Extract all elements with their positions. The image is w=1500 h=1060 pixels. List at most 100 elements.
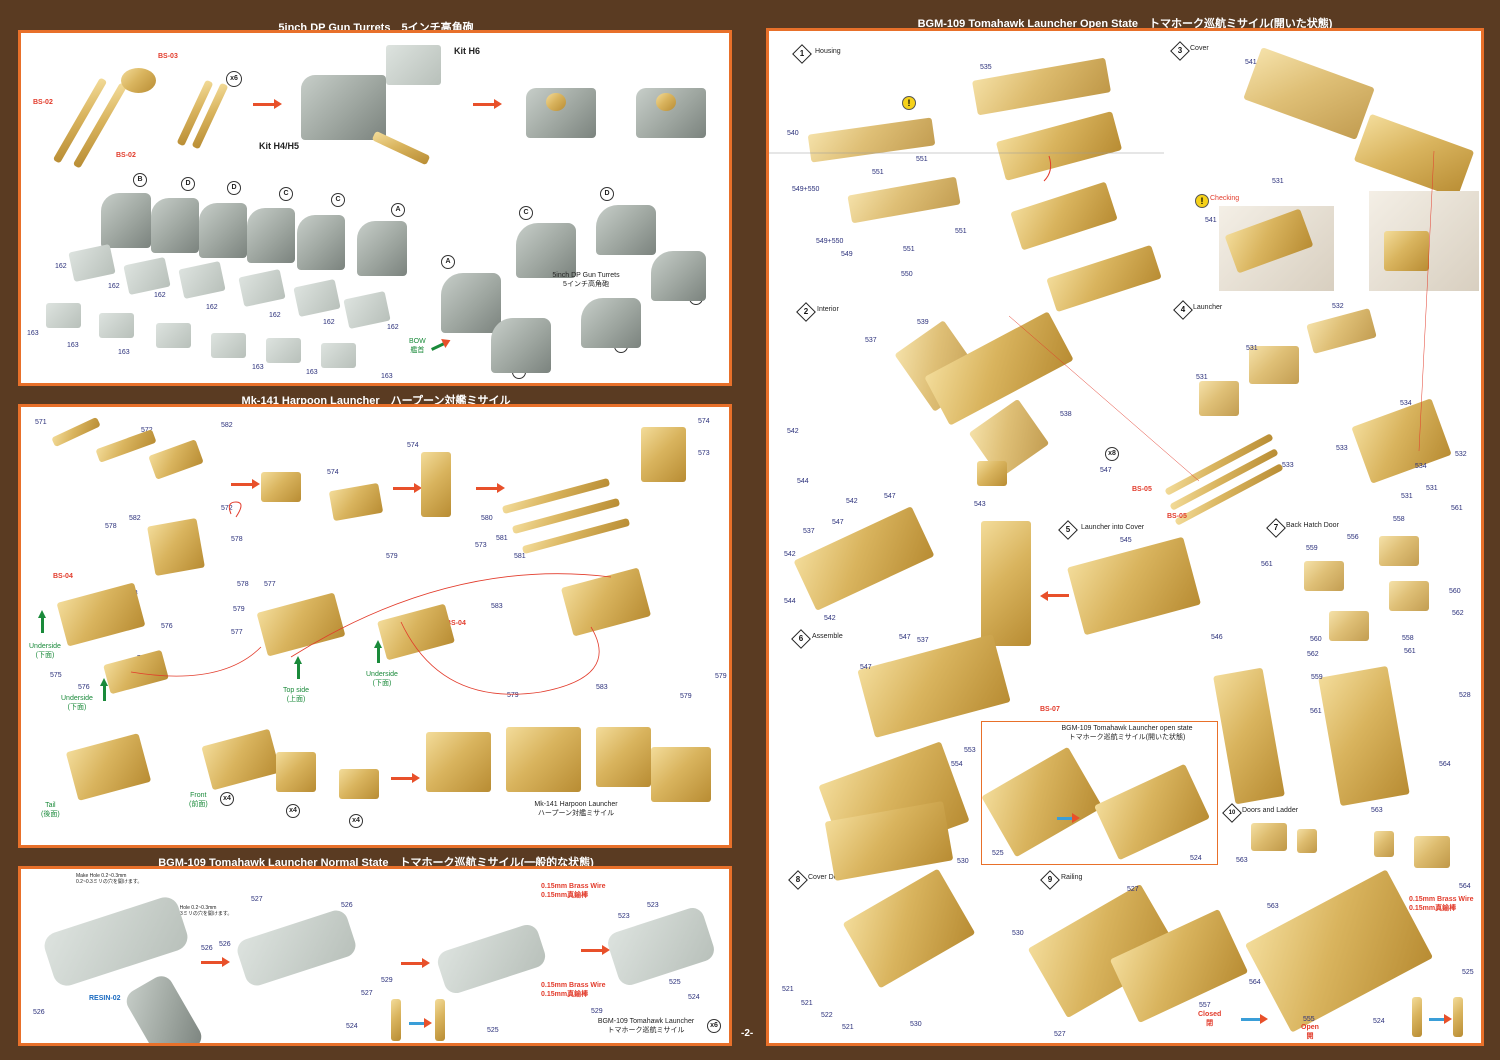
topside-arrow <box>294 656 302 679</box>
frame-assembly-part <box>56 582 146 647</box>
launcher-plate-part <box>1306 308 1377 354</box>
tomahawk-open-panel: 1 Housing 3 Cover 2 Interior 4 Launcher … <box>766 28 1484 1046</box>
part-number-162: 162 <box>154 292 166 299</box>
front-label: Front (前面) <box>189 792 208 808</box>
turret-rear-plate <box>266 338 301 363</box>
part-number-551: 551 <box>955 228 967 235</box>
housing-box-part <box>1010 181 1118 251</box>
step-2-marker: 2 <box>796 302 816 322</box>
part-number-537: 537 <box>917 637 929 644</box>
barrel-insert-part <box>371 130 431 166</box>
part-number-524: 524 <box>1373 1018 1385 1025</box>
part-number-542: 542 <box>784 551 796 558</box>
door-part <box>1414 836 1450 868</box>
part-number-532: 532 <box>1332 303 1344 310</box>
step-arrow <box>1047 594 1069 597</box>
part-number-533: 533 <box>1282 462 1294 469</box>
part-number-574: 574 <box>698 418 710 425</box>
turret-letter-c: C <box>279 187 293 201</box>
harpoon-final-view <box>651 747 711 802</box>
part-number-579: 579 <box>680 693 692 700</box>
part-number-523: 523 <box>647 902 659 909</box>
turret-letter-c: C <box>519 206 533 220</box>
open-launcher-view <box>981 746 1103 858</box>
part-number-580: 580 <box>481 515 493 522</box>
brass-wire-note: 0.15mm Brass Wire 0.15mm真鍮棒 <box>541 982 606 998</box>
step-1-label: Housing <box>815 48 841 55</box>
step-arrow <box>201 957 230 967</box>
bow-direction-label: BOW 艦首 <box>409 338 426 354</box>
step-9-marker: 9 <box>1040 870 1060 890</box>
swap-arrow <box>409 1018 432 1028</box>
part-number-531: 531 <box>1272 178 1284 185</box>
frame-assembly-part <box>377 603 455 661</box>
part-number-583: 583 <box>596 684 608 691</box>
part-number-521: 521 <box>842 1024 854 1031</box>
part-number-579: 579 <box>233 606 245 613</box>
hatch-door-part <box>1304 561 1344 591</box>
turret-letter-d: D <box>600 187 614 201</box>
tomahawk-normal-panel: Make Hole 0.2~0.3mm 0.2~0.3ミリの穴を開けます。 Ma… <box>18 866 732 1046</box>
part-number-547: 547 <box>832 519 844 526</box>
warning-icon: ! <box>1195 194 1209 208</box>
underside-label: Underside (下面) <box>61 695 93 711</box>
part-number-561: 561 <box>1451 505 1463 512</box>
launcher-frame-part <box>51 416 101 448</box>
part-number-551: 551 <box>916 156 928 163</box>
part-number-572: 572 <box>221 505 233 512</box>
part-number-564: 564 <box>1439 761 1451 768</box>
part-number-524: 524 <box>688 994 700 1001</box>
part-number-551: 551 <box>903 246 915 253</box>
part-number-576: 576 <box>78 684 90 691</box>
part-number-544: 544 <box>784 598 796 605</box>
label-bs03: BS-03 <box>158 53 178 60</box>
step-3-label: Cover <box>1190 45 1209 52</box>
tomahawk-open-section-title: BGM-109 Tomahawk Launcher Open State トマホ… <box>917 18 1333 30</box>
part-number-531: 531 <box>1401 493 1413 500</box>
resin-label: RESIN-02 <box>89 995 121 1002</box>
resin-launcher-wired <box>434 921 549 997</box>
turret-rear-plate <box>99 313 134 338</box>
part-number-532: 532 <box>1455 451 1467 458</box>
tomahawk-normal-caption: BGM-109 Tomahawk Launcher トマホーク巡航ミサイル <box>597 1018 695 1034</box>
part-number-562: 562 <box>1307 651 1319 658</box>
part-number-563: 563 <box>1371 807 1383 814</box>
turret-housing-view <box>247 208 295 263</box>
turret-housing-view <box>297 215 345 270</box>
part-number-575: 575 <box>50 672 62 679</box>
step-4-marker: 4 <box>1173 300 1193 320</box>
part-number-576: 576 <box>161 623 173 630</box>
part-number-581: 581 <box>496 535 508 542</box>
step-2-label: Interior <box>817 306 839 313</box>
part-number-551: 551 <box>872 169 884 176</box>
part-number-558: 558 <box>1393 516 1405 523</box>
swap-arrow <box>1057 813 1080 823</box>
harpoon-assembly-view <box>201 728 281 791</box>
cover-part <box>1243 47 1375 140</box>
part-number-563: 563 <box>1236 857 1248 864</box>
label-bs05b: BS-05 <box>1167 513 1187 520</box>
part-number-559: 559 <box>1311 674 1323 681</box>
part-number-162: 162 <box>206 304 218 311</box>
part-number-581: 581 <box>514 553 526 560</box>
part-number-525: 525 <box>1462 969 1474 976</box>
frame-assembly-part <box>147 518 205 576</box>
part-number-525: 525 <box>487 1027 499 1034</box>
open-launcher-view <box>1094 763 1210 861</box>
part-number-556: 556 <box>1347 534 1359 541</box>
launcher-frame-part <box>261 472 301 502</box>
step-arrow <box>231 479 260 489</box>
harpoon-stand-view <box>276 752 316 792</box>
part-number-561: 561 <box>1310 708 1322 715</box>
brass-wire-note: 0.15mm Brass Wire 0.15mm真鍮棒 <box>1409 896 1474 912</box>
part-number-549: 549 <box>841 251 853 258</box>
part-number-535: 535 <box>980 64 992 71</box>
closed-label: Closed 閉 <box>1198 1011 1222 1027</box>
step-7-marker: 7 <box>1266 518 1286 538</box>
door-part <box>1297 829 1317 853</box>
step-10-marker: 10 <box>1222 803 1242 823</box>
turret-rear-plate <box>321 343 356 368</box>
launcher-frame-part <box>95 429 157 463</box>
turret-housing-view <box>357 221 407 276</box>
door-part <box>1374 831 1394 857</box>
